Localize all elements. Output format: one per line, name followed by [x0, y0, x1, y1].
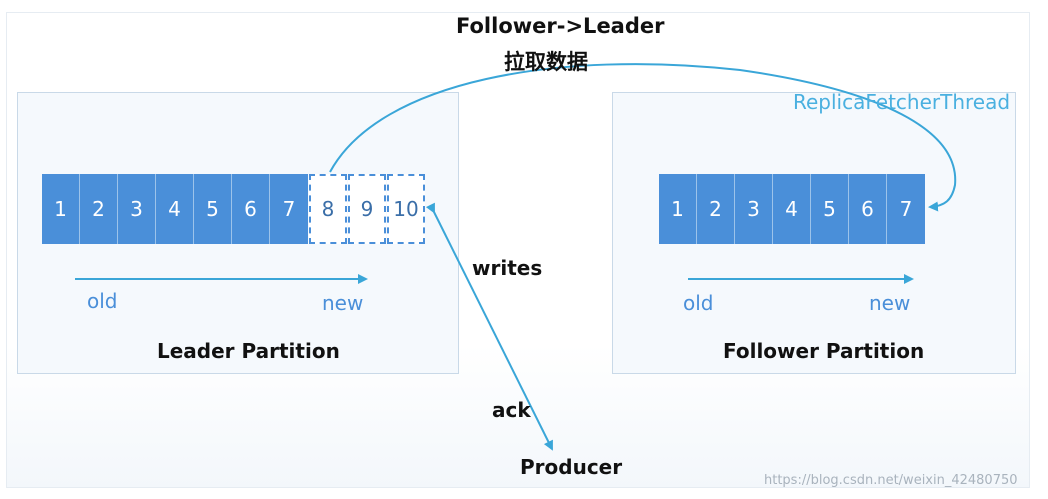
producer-write-ack-arrow	[425, 202, 553, 451]
writes-label: writes	[472, 256, 543, 280]
top-label-direction: Follower->Leader	[456, 14, 665, 38]
follower-cell: 4	[773, 174, 811, 244]
leader-old-label: old	[87, 289, 118, 313]
follower-cell: 3	[735, 174, 773, 244]
leader-cell: 7	[270, 174, 308, 244]
producer-label: Producer	[520, 455, 623, 479]
fetch-curve-arrow	[329, 63, 957, 212]
leader-cell: 5	[194, 174, 232, 244]
follower-cell: 5	[811, 174, 849, 244]
follower-cell: 2	[697, 174, 735, 244]
follower-new-label: new	[869, 291, 911, 315]
follower-cell: 1	[659, 174, 697, 244]
follower-cell: 7	[887, 174, 925, 244]
leader-partition-title: Leader Partition	[157, 339, 340, 363]
leader-cell: 1	[42, 174, 80, 244]
follower-partition-title: Follower Partition	[723, 339, 925, 363]
replica-fetcher-thread-label: ReplicaFetcherThread	[793, 90, 1011, 114]
leader-cell: 4	[156, 174, 194, 244]
ack-label: ack	[492, 398, 531, 422]
leader-pending-cell: 8	[309, 174, 347, 244]
leader-pending-cell: 10	[387, 174, 425, 244]
leader-new-label: new	[322, 291, 364, 315]
watermark: https://blog.csdn.net/weixin_42480750	[764, 473, 1018, 488]
leader-cell: 2	[80, 174, 118, 244]
leader-cell: 6	[232, 174, 270, 244]
top-label-fetch: 拉取数据	[504, 50, 588, 74]
follower-log-segments: 1 2 3 4 5 6 7	[659, 174, 925, 244]
follower-old-label: old	[683, 291, 714, 315]
leader-log-segments: 1 2 3 4 5 6 7 8 9 10	[42, 174, 425, 244]
leader-cell: 3	[118, 174, 156, 244]
leader-pending-cell: 9	[348, 174, 386, 244]
follower-cell: 6	[849, 174, 887, 244]
